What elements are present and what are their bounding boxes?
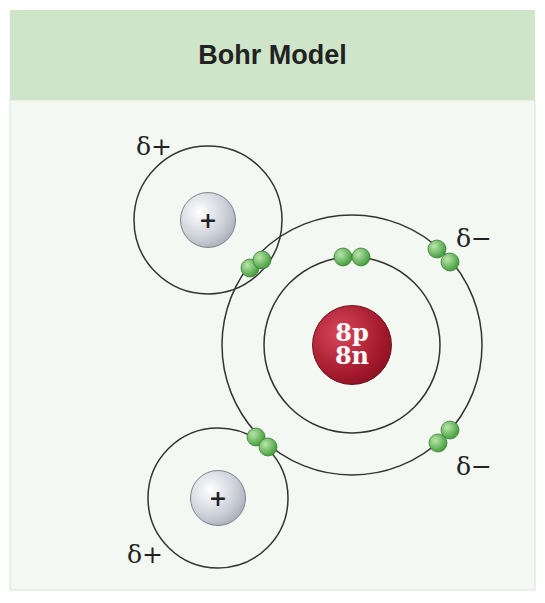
nucleus-label: 8p 8n — [333, 322, 371, 368]
panel — [10, 100, 535, 590]
hydrogen-orbit — [134, 146, 282, 294]
nucleus-label: + — [199, 210, 217, 231]
partial-charge: δ+ — [136, 132, 172, 161]
hydrogen-nucleus: + — [190, 470, 246, 526]
oxygen-inner-orbit — [264, 257, 440, 433]
partial-charge: δ− — [456, 224, 492, 253]
hydrogen-orbit — [148, 428, 288, 568]
partial-charge: δ− — [456, 452, 492, 481]
oxygen-nucleus: 8p 8n — [312, 305, 392, 385]
oxygen-outer-orbit — [222, 215, 482, 475]
title: Bohr Model — [10, 10, 535, 100]
electrons — [241, 240, 459, 456]
nucleus-label: + — [209, 488, 227, 509]
hydrogen-nucleus: + — [180, 192, 236, 248]
title-band — [10, 10, 535, 100]
partial-charge: δ+ — [127, 540, 163, 569]
